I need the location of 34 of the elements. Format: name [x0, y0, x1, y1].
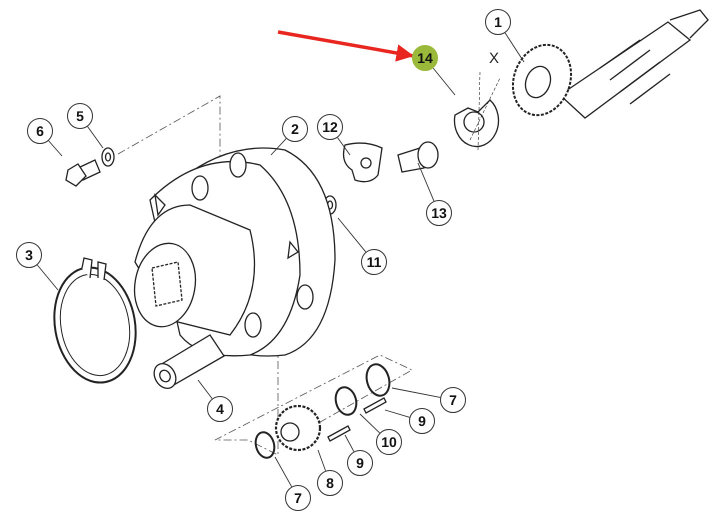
leader-line	[198, 380, 213, 400]
callout-number: 7	[285, 485, 311, 511]
callout-number: 9	[347, 450, 373, 476]
leader-line	[432, 68, 456, 96]
callout-number: 9	[409, 408, 435, 434]
leader-line	[338, 218, 366, 252]
callout-number: 10	[376, 429, 402, 455]
callout-number: 7	[440, 387, 466, 413]
leader-line	[384, 410, 410, 418]
callout-number: 8	[317, 470, 343, 496]
callout-number: 3	[16, 242, 42, 268]
callout-number: 11	[361, 249, 387, 275]
leader-line	[318, 450, 326, 472]
leader-line	[274, 456, 292, 488]
leader-line	[418, 162, 434, 202]
callout-number: 14	[412, 45, 438, 71]
callout-number: 2	[282, 116, 308, 142]
leader-line	[337, 137, 350, 156]
leader-line	[392, 388, 441, 398]
leader-line	[270, 138, 287, 156]
callout-number: 1	[485, 9, 511, 35]
leader-line	[36, 264, 58, 290]
leader-line	[344, 434, 354, 452]
callout-number: 13	[426, 200, 452, 226]
arrow	[278, 30, 414, 62]
callout-number: 6	[27, 118, 53, 144]
leader-line	[504, 32, 524, 62]
leader-line	[87, 126, 104, 148]
view-label: X	[489, 50, 500, 67]
callout-number: 4	[207, 396, 233, 422]
leader-line	[48, 140, 62, 156]
callout-number: 12	[317, 114, 343, 140]
leader-line	[360, 414, 380, 434]
callout-number: 5	[67, 103, 93, 129]
